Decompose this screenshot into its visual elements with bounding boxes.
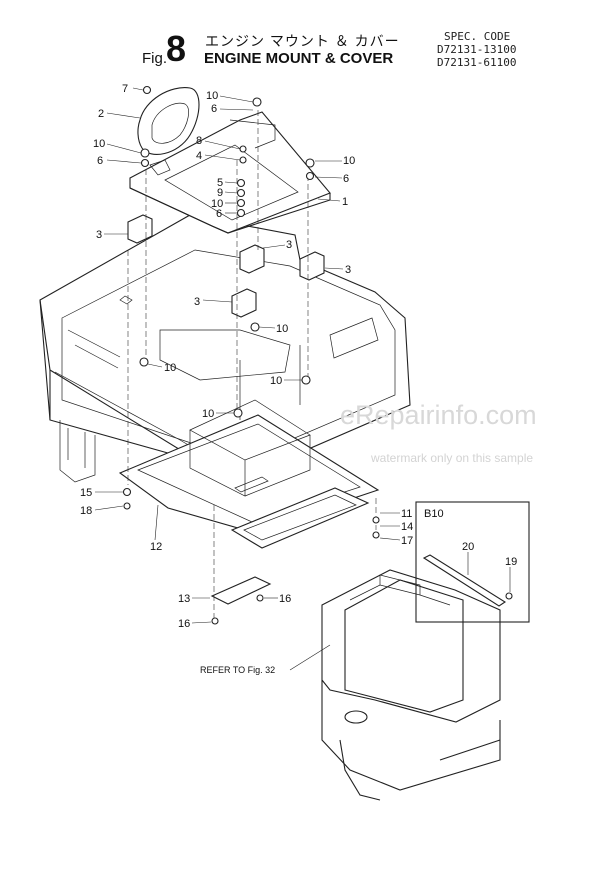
callout-10: 10	[206, 90, 218, 102]
cover-plate	[137, 87, 200, 155]
spec-code-2: D72131-61100	[437, 56, 517, 69]
callout-11: 11	[401, 508, 412, 520]
watermark-main: eRepairinfo.com	[340, 400, 537, 430]
callout-7: 7	[122, 83, 128, 95]
callout-3: 3	[286, 239, 292, 251]
callout-5: 5	[217, 177, 223, 189]
callout-3: 3	[194, 296, 200, 308]
callout-10: 10	[270, 375, 282, 387]
callout-3: 3	[345, 264, 351, 276]
watermark-sub: watermark only on this sample	[371, 451, 534, 465]
callout-12: 12	[150, 541, 162, 553]
callout-10: 10	[276, 323, 288, 335]
figure-number: 8	[166, 28, 187, 69]
callout-6: 6	[97, 155, 103, 167]
callout-10: 10	[93, 138, 105, 150]
figure-title-japanese: エンジン マウント ＆ カバー	[205, 33, 400, 49]
callout-16: 16	[178, 618, 190, 630]
spec-code-1: D72131-13100	[437, 43, 517, 56]
callout-10: 10	[211, 198, 223, 210]
engine-block-lower	[321, 569, 501, 801]
callout-16: 16	[279, 593, 291, 605]
callout-14: 14	[401, 521, 413, 533]
callout-10: 10	[202, 408, 214, 420]
engine-frame-body	[39, 214, 411, 483]
inset-label: B10	[424, 508, 444, 520]
callout-17: 17	[401, 535, 413, 547]
callout-8: 8	[196, 135, 202, 147]
callout-19: 19	[505, 556, 517, 568]
part-callouts: 7 2 10 6 10 6 8 4 10 6 5 9 10 6 1 3 3 3 …	[80, 83, 517, 675]
callout-6: 6	[343, 173, 349, 185]
callout-6: 6	[211, 103, 217, 115]
inset-box	[415, 501, 530, 623]
figure-prefix: Fig.	[142, 50, 168, 67]
figure-title-english: ENGINE MOUNT & COVER	[204, 50, 394, 67]
callout-18: 18	[80, 505, 92, 517]
small-cover-plate	[210, 576, 272, 605]
spec-code-label: SPEC. CODE	[444, 30, 511, 43]
mount-rubber-set	[127, 214, 325, 318]
callout-15: 15	[80, 487, 92, 499]
callout-2: 2	[98, 108, 104, 120]
engine-mount-bracket	[129, 111, 331, 234]
callout-1: 1	[342, 196, 348, 208]
assembly-lines	[127, 110, 377, 620]
callout-4: 4	[196, 150, 202, 162]
refer-note: REFER TO Fig. 32	[200, 665, 275, 675]
callout-10: 10	[164, 362, 176, 374]
access-cover	[230, 487, 370, 549]
callout-20: 20	[462, 541, 474, 553]
callout-9: 9	[217, 187, 223, 199]
callout-13: 13	[178, 593, 190, 605]
hardware-fasteners	[122, 85, 380, 625]
leader-lines	[94, 87, 511, 671]
callout-3: 3	[96, 229, 102, 241]
callout-6: 6	[216, 208, 222, 220]
callout-10: 10	[343, 155, 355, 167]
